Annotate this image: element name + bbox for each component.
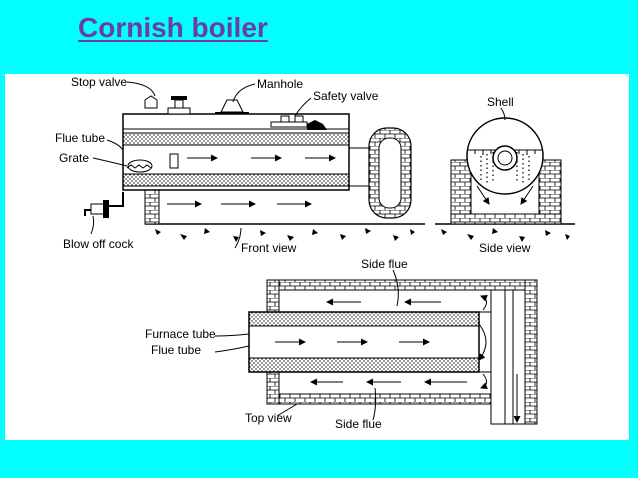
label-stop-valve: Stop valve: [71, 75, 127, 89]
label-manhole: Manhole: [257, 77, 303, 91]
label-top-view: Top view: [245, 411, 292, 425]
label-flue-tube: Flue tube: [55, 131, 105, 145]
label-flue-tube-top: Flue tube: [151, 343, 201, 357]
label-safety-valve: Safety valve: [313, 89, 379, 103]
side-view: [435, 117, 575, 242]
label-blow-off-cock: Blow off cock: [63, 237, 134, 251]
front-view: [84, 95, 425, 242]
front-brick-left: [144, 189, 160, 225]
label-side-flue-top: Side flue: [361, 257, 408, 271]
slide-title: Cornish boiler: [78, 12, 268, 43]
label-front-view: Front view: [241, 241, 297, 255]
cornish-boiler-diagram: Stop valve Manhole Safety valve Shell Fl…: [55, 75, 575, 431]
manhole: [215, 99, 249, 114]
front-flue-arch: [349, 127, 412, 219]
diagram-panel: Stop valve Manhole Safety valve Shell Fl…: [5, 74, 629, 440]
label-side-flue-bottom: Side flue: [335, 417, 382, 431]
front-water-lower: [122, 173, 350, 187]
safety-valve: [270, 115, 327, 130]
label-side-view: Side view: [479, 241, 531, 255]
blow-off-cock: [84, 192, 124, 218]
label-grate: Grate: [59, 151, 89, 165]
leader-lines: [90, 81, 506, 421]
grate: [126, 153, 179, 173]
top-view: [248, 279, 538, 425]
front-view-ground: [145, 223, 425, 242]
label-furnace-tube: Furnace tube: [145, 327, 216, 341]
front-water-upper: [122, 132, 350, 146]
label-shell: Shell: [487, 95, 514, 109]
stop-valve: [144, 95, 191, 115]
